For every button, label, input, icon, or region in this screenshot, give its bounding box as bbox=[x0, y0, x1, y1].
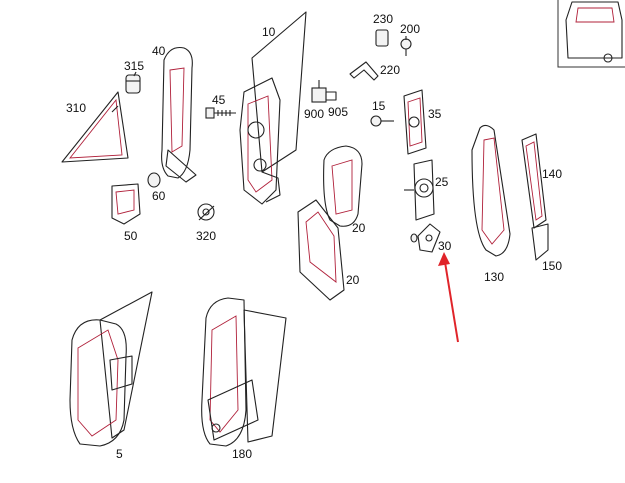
part-230-plug bbox=[375, 29, 389, 47]
part-10-mirror-base bbox=[239, 11, 307, 205]
label-part-220: 220 bbox=[380, 63, 400, 77]
label-part-60: 60 bbox=[152, 189, 166, 203]
part-150-lower-glass bbox=[531, 223, 549, 261]
part-45-screw bbox=[205, 107, 236, 119]
part-25-adjuster-motor bbox=[404, 159, 435, 221]
label-part-150: 150 bbox=[542, 259, 562, 273]
label-part-900: 900 bbox=[304, 107, 324, 121]
label-part-320: 320 bbox=[196, 229, 216, 243]
part-5-complete-mirror-left bbox=[69, 291, 153, 447]
part-200-screw bbox=[400, 38, 412, 56]
part-180-complete-mirror-right bbox=[201, 297, 287, 447]
label-part-905: 905 bbox=[328, 105, 348, 119]
label-part-30: 30 bbox=[438, 239, 452, 253]
label-part-40: 40 bbox=[152, 44, 166, 58]
part-20-housing-upper bbox=[323, 145, 363, 227]
part-320-knob bbox=[197, 203, 215, 221]
part-130-glass-frame bbox=[471, 124, 511, 257]
label-part-310: 310 bbox=[66, 101, 86, 115]
label-part-25: 25 bbox=[435, 175, 449, 189]
label-part-315: 315 bbox=[124, 59, 144, 73]
leader-lines bbox=[111, 36, 407, 113]
label-part-20-lower: 20 bbox=[346, 273, 360, 287]
part-900-905-connector bbox=[311, 80, 337, 103]
label-part-20-upper: 20 bbox=[352, 221, 366, 235]
part-220-angle-clip bbox=[349, 61, 379, 81]
part-60-cap bbox=[147, 172, 161, 188]
label-part-50: 50 bbox=[124, 229, 138, 243]
label-part-180: 180 bbox=[232, 447, 252, 461]
label-part-5: 5 bbox=[116, 447, 123, 461]
label-part-35: 35 bbox=[428, 107, 442, 121]
part-40-arm-cover bbox=[161, 46, 197, 183]
part-15-screw bbox=[370, 115, 394, 127]
label-part-140: 140 bbox=[542, 167, 562, 181]
label-part-130: 130 bbox=[484, 270, 504, 284]
label-part-230: 230 bbox=[373, 12, 393, 26]
part-315-clip bbox=[125, 74, 141, 94]
label-part-200: 200 bbox=[400, 22, 420, 36]
label-part-15: 15 bbox=[372, 99, 386, 113]
vehicle-inset-thumbnail bbox=[557, 0, 625, 68]
highlight-arrow bbox=[438, 252, 459, 343]
part-30-clip bbox=[410, 223, 441, 253]
part-20-housing-lower bbox=[297, 199, 345, 301]
part-50-bracket bbox=[111, 183, 141, 225]
label-part-10: 10 bbox=[262, 25, 276, 39]
part-number-labels: 10 15 20 20 25 30 35 40 45 5 50 60 130 1… bbox=[66, 12, 562, 461]
part-310-triangle-trim bbox=[61, 91, 129, 163]
label-part-45: 45 bbox=[212, 93, 226, 107]
part-35-motor-plate bbox=[403, 89, 427, 155]
part-140-mirror-glass bbox=[521, 133, 547, 229]
